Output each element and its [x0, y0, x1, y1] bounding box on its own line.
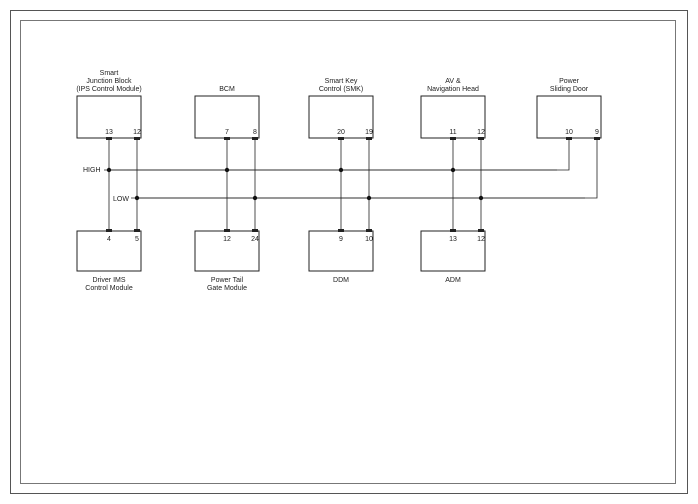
bottom-module-label: Control Module [85, 285, 133, 292]
pin-terminal [224, 229, 230, 232]
bottom-module-box [420, 230, 486, 272]
pin-terminal [478, 229, 484, 232]
junction-dot [478, 195, 484, 201]
top-module-label: (IPS Control Module) [76, 86, 141, 93]
pin-terminal [366, 137, 372, 140]
pin-number: 13 [105, 129, 113, 136]
bottom-module-label: DDM [333, 277, 349, 284]
bottom-module-label: Power Tail [211, 277, 244, 284]
high-wire [110, 140, 570, 171]
pin-terminal [366, 229, 372, 232]
top-module-label: BCM [219, 86, 235, 93]
pin-number: 7 [225, 129, 229, 136]
top-module-label: Smart Key [325, 78, 358, 85]
pin-number: 10 [365, 236, 373, 243]
bottom-module-label: ADM [445, 277, 461, 284]
junction-dot [450, 167, 456, 173]
top-module-label: Junction Block [86, 78, 132, 85]
pin-terminal [594, 137, 600, 140]
pin-terminal [566, 137, 572, 140]
junction-dot [224, 167, 230, 173]
bottom-module-box [76, 230, 142, 272]
top-module-label: Smart [100, 70, 119, 77]
top-module-label: AV & [445, 78, 461, 85]
pin-terminal [450, 229, 456, 232]
bottom-module-label: Driver IMS [92, 277, 125, 284]
pin-number: 24 [251, 236, 259, 243]
pin-number: 12 [223, 236, 231, 243]
pin-number: 10 [565, 129, 573, 136]
junction-dot [134, 195, 140, 201]
pin-terminal [450, 137, 456, 140]
pin-terminal [478, 137, 484, 140]
pin-number: 12 [133, 129, 141, 136]
pin-number: 12 [477, 236, 485, 243]
pin-number: 5 [135, 236, 139, 243]
low-wire [138, 140, 598, 199]
pin-terminal [252, 137, 258, 140]
pin-number: 9 [339, 236, 343, 243]
pin-number: 8 [253, 129, 257, 136]
top-module-label: Sliding Door [550, 86, 589, 93]
bottom-module-box [308, 230, 374, 272]
high-bus-label: HIGH [83, 167, 101, 174]
pin-terminal [106, 137, 112, 140]
top-module-label: Navigation Head [427, 86, 479, 93]
pin-terminal [134, 229, 140, 232]
junction-dot [338, 167, 344, 173]
pin-terminal [224, 137, 230, 140]
pin-terminal [338, 137, 344, 140]
junction-dot [366, 195, 372, 201]
pin-terminal [338, 229, 344, 232]
inner-frame [20, 20, 676, 484]
top-module-label: Power [559, 78, 580, 85]
top-module-label: Control (SMK) [319, 86, 363, 93]
pin-terminal [106, 229, 112, 232]
pin-number: 4 [107, 236, 111, 243]
pin-terminal [134, 137, 140, 140]
pin-number: 11 [449, 129, 456, 136]
wires-layer [104, 140, 598, 229]
low-bus-label: LOW [113, 196, 129, 203]
pin-terminal [252, 229, 258, 232]
pin-number: 20 [337, 129, 345, 136]
pin-number: 13 [449, 236, 457, 243]
bottom-module-label: Gate Module [207, 285, 247, 292]
pin-number: 9 [595, 129, 599, 136]
top-module-box [194, 95, 260, 139]
top-module-box [536, 95, 602, 139]
junction-dot [106, 167, 112, 173]
outer-frame [10, 10, 688, 494]
pin-number: 12 [477, 129, 485, 136]
pin-number: 19 [365, 129, 373, 136]
junction-dot [252, 195, 258, 201]
